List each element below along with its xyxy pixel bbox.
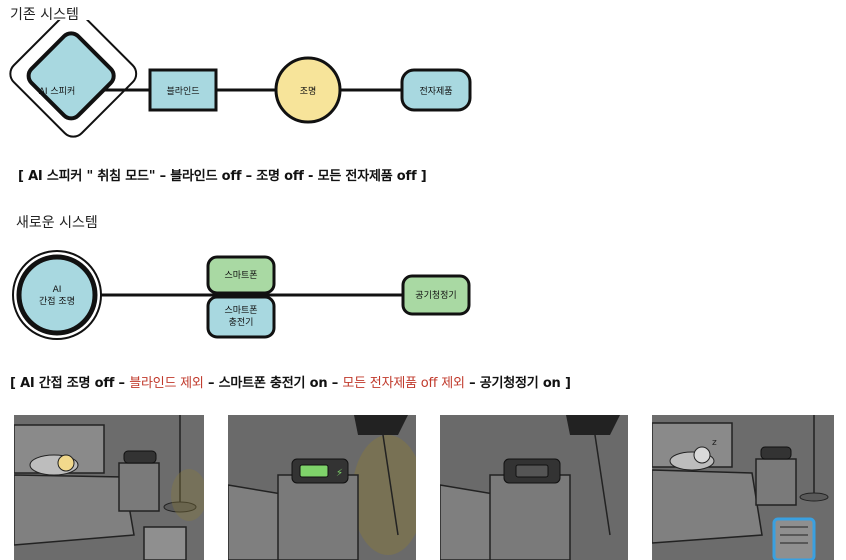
panel-nightstand-charger [440,415,628,560]
svg-text:z: z [712,438,717,448]
ai-light-label-2: 간접 조명 [39,295,75,307]
panel-phone-charging: ⚡ [228,415,416,560]
new-system-diagram: AI 간접 조명 스마트폰 스마트폰 충전기 공기청정기 [12,250,471,340]
ai-speaker-node: AI 스피커 [9,20,138,138]
new-system-flow: [ AI 간접 조명 off – 블라인드 제외 – 스마트폰 충전기 on –… [10,372,571,391]
old-system-diagram: AI 스피커 블라인드 조명 전자제품 [9,20,472,138]
appliance-node: 전자제품 [400,68,472,112]
ai-speaker-label: AI 스피커 [39,86,76,97]
flow-part-3: – 스마트폰 충전기 on – [203,376,343,391]
smartphone-label: 스마트폰 [224,270,257,281]
old-system-title: 기존 시스템 [10,7,79,23]
flow-part-5: – 공기청정기 on ] [464,376,571,391]
panel-sleeping-person [14,415,204,560]
panel-sleeping-purifier: z [652,415,834,560]
svg-text:⚡: ⚡ [336,468,343,479]
ai-light-label-1: AI [53,285,62,295]
smartphone-node: 스마트폰 [206,255,276,295]
charger-label-1: 스마트폰 [224,305,257,316]
charger-node: 스마트폰 충전기 [206,295,276,339]
ai-indirect-light-node: AI 간접 조명 [12,250,102,340]
light-label: 조명 [300,86,317,97]
blind-label: 블라인드 [166,86,199,97]
new-system-title: 새로운 시스템 [16,215,98,231]
old-system-flow: [ AI 스피커 " 취침 모드" – 블라인드 off – 조명 off - … [18,169,427,184]
blind-node: 블라인드 [148,68,218,112]
flow-exception-blind: 블라인드 제외 [129,376,204,391]
air-purifier-label: 공기청정기 [415,290,456,301]
appliance-label: 전자제품 [419,86,452,97]
flow-part-1: [ AI 간접 조명 off – [10,376,130,391]
flow-exception-appliances: 모든 전자제품 off 제외 [342,376,465,391]
charger-label-2: 충전기 [229,317,254,328]
air-purifier-node: 공기청정기 [401,274,471,316]
light-node: 조명 [274,56,342,124]
